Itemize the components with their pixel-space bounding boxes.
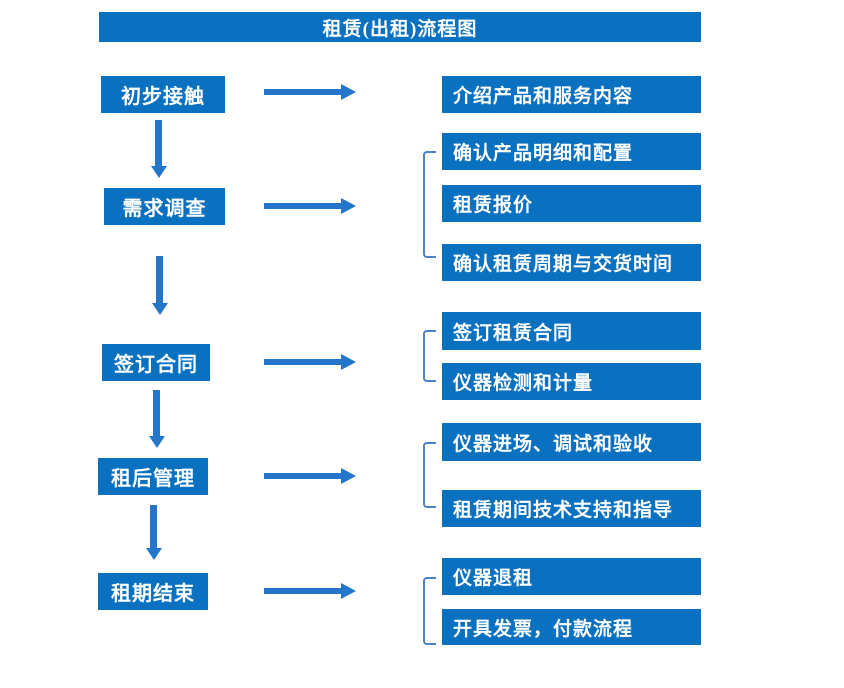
arrow-head (145, 548, 162, 560)
arrow-head (341, 84, 356, 100)
arrow-down-icon-2 (151, 256, 168, 315)
arrow-right-icon-1 (264, 84, 356, 100)
output-box-instrument-return: 仪器退租 (442, 558, 701, 595)
arrow-head (148, 436, 165, 448)
output-box-confirm-product-details: 确认产品明细和配置 (442, 133, 701, 170)
bracket-group-5 (423, 577, 436, 645)
arrow-shaft (153, 390, 160, 436)
output-box-confirm-period-delivery: 确认租赁周期与交货时间 (442, 244, 701, 281)
arrow-head (151, 303, 168, 315)
arrow-right-icon-2 (264, 198, 356, 214)
diagram-title: 租赁(出租)流程图 (99, 12, 701, 42)
bracket-group-2 (423, 151, 436, 258)
arrow-head (150, 166, 167, 178)
output-box-rental-quotation: 租赁报价 (442, 185, 701, 222)
arrow-right-icon-4 (264, 468, 356, 484)
arrow-down-icon-4 (145, 505, 162, 560)
arrow-right-icon-5 (264, 583, 356, 599)
bracket-group-4 (423, 442, 436, 508)
arrow-head (341, 583, 356, 599)
arrow-head (341, 198, 356, 214)
arrow-shaft (264, 359, 341, 365)
step-box-demand-survey: 需求调查 (104, 188, 225, 225)
arrow-shaft (264, 588, 341, 594)
arrow-head (341, 468, 356, 484)
step-box-rental-end: 租期结束 (98, 573, 208, 610)
arrow-shaft (264, 473, 341, 479)
output-box-instrument-testing: 仪器检测和计量 (442, 363, 701, 400)
output-box-introduce-products: 介绍产品和服务内容 (442, 76, 701, 113)
output-box-technical-support: 租赁期间技术支持和指导 (442, 490, 701, 527)
arrow-shaft (155, 120, 162, 166)
output-box-sign-rental-contract: 签订租赁合同 (442, 312, 701, 350)
step-box-initial-contact: 初步接触 (101, 76, 225, 113)
arrow-head (341, 354, 356, 370)
arrow-right-icon-3 (264, 354, 356, 370)
arrow-shaft (264, 89, 341, 95)
arrow-shaft (150, 505, 157, 548)
step-box-post-rental-management: 租后管理 (98, 458, 208, 495)
bracket-group-3 (423, 330, 436, 382)
arrow-shaft (264, 203, 341, 209)
step-box-sign-contract: 签订合同 (102, 344, 210, 381)
arrow-down-icon-1 (150, 120, 167, 178)
output-box-instrument-setup-acceptance: 仪器进场、调试和验收 (442, 423, 701, 461)
arrow-shaft (156, 256, 163, 303)
arrow-down-icon-3 (148, 390, 165, 448)
output-box-invoice-payment: 开具发票，付款流程 (442, 609, 701, 645)
